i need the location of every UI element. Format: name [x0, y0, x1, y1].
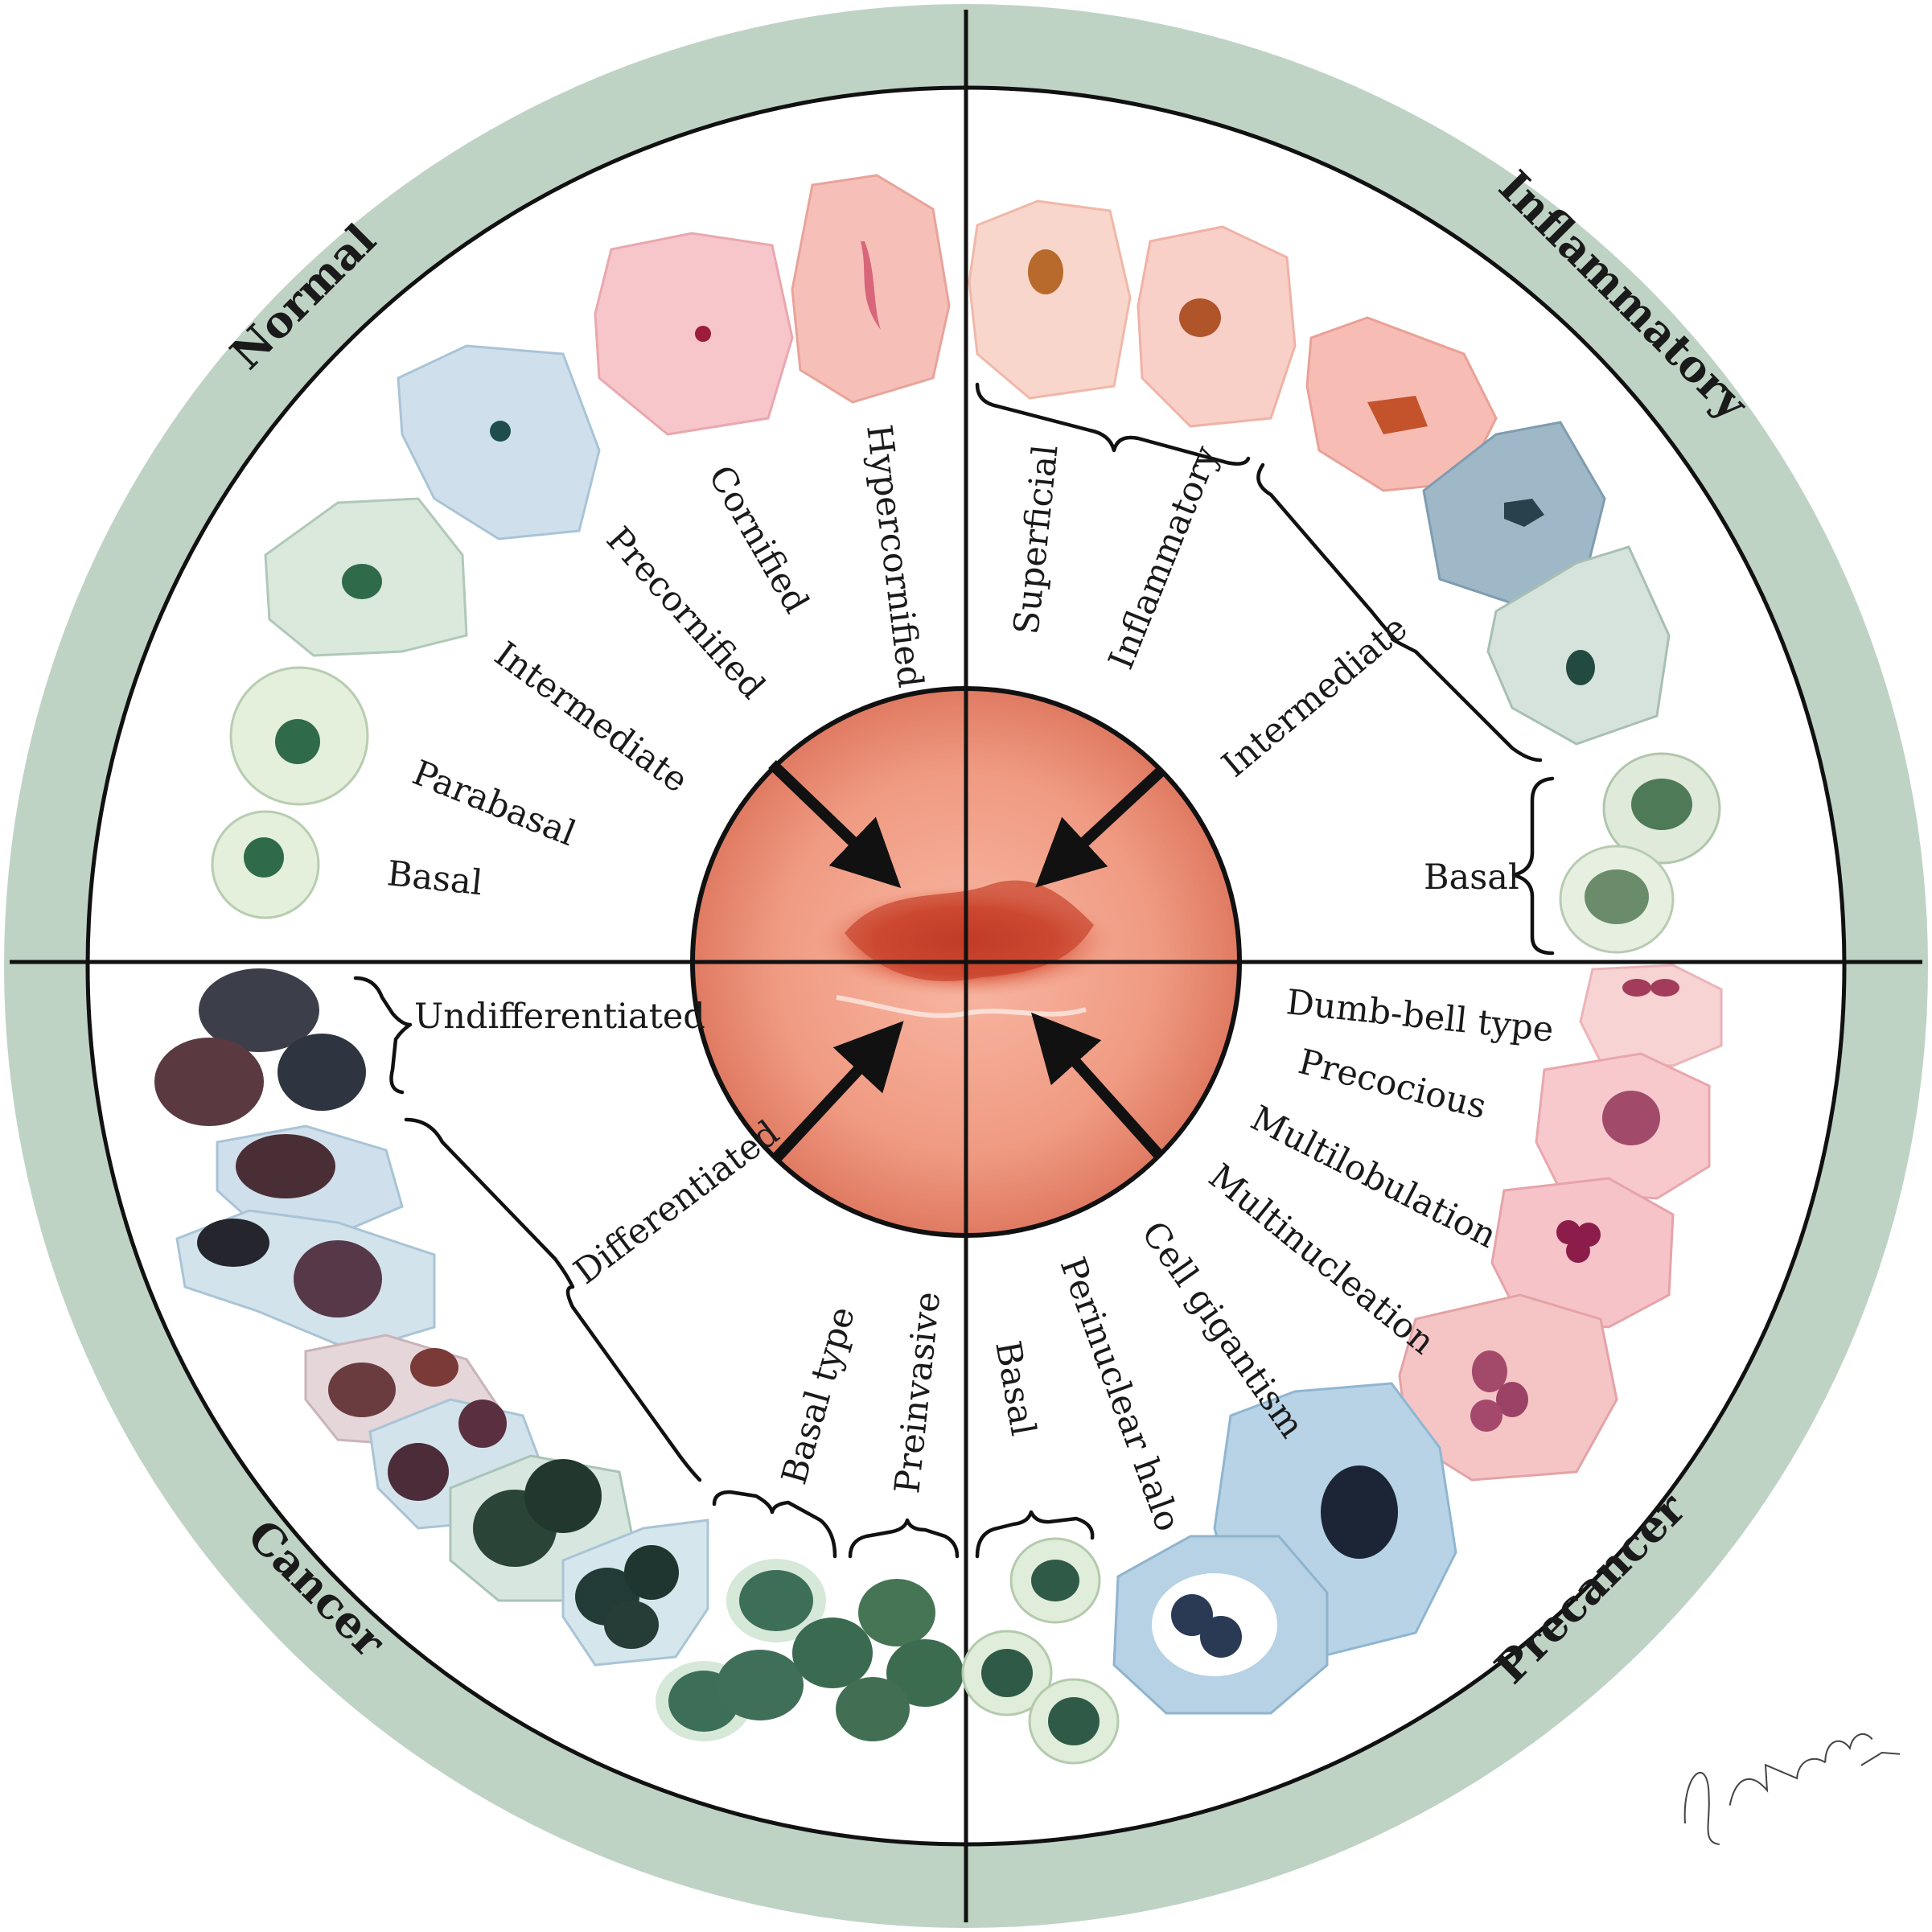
cell-multilobulation — [1490, 1177, 1675, 1329]
bracket-differentiated — [404, 1117, 702, 1482]
cell-dumbbell — [1579, 964, 1723, 1067]
cell-basal-inflam-2 — [1559, 845, 1675, 954]
arrow-inflammatory — [1035, 767, 1164, 888]
artist-signature — [1683, 1733, 1901, 1845]
cell-basal-inflam-1 — [1602, 752, 1721, 865]
bracket-basal-inflam — [1511, 776, 1555, 956]
cell-intermediate-1 — [1422, 421, 1606, 605]
label-basal-normal: Basal — [385, 853, 484, 903]
label-basal-inflam: Basal — [1424, 857, 1519, 898]
arrow-normal — [768, 759, 902, 889]
arrow-cancer — [771, 1021, 904, 1162]
cell-diff-2 — [175, 1209, 436, 1353]
cell-hypercornified — [791, 174, 951, 404]
bracket-undifferentiated — [353, 976, 413, 1095]
cell-inflammatory-1 — [1305, 316, 1498, 492]
cell-precocious — [1535, 1052, 1711, 1200]
cell-intermediate — [264, 497, 468, 657]
arrows — [768, 759, 1164, 1162]
cell-perinuclear-halo — [1112, 1535, 1329, 1715]
cell-basal-type — [656, 1559, 826, 1741]
bracket-basal-type — [712, 1490, 837, 1559]
cell-diff-6 — [561, 1519, 709, 1667]
normal-cells — [211, 174, 951, 919]
label-undifferentiated: Undifferentiated — [414, 997, 705, 1037]
cancer-cells — [154, 968, 964, 1741]
bracket-preinvasive — [848, 1518, 960, 1559]
cell-undiff-1 — [154, 968, 366, 1126]
cell-cornified — [594, 232, 794, 436]
inflammatory-cells — [968, 199, 1721, 954]
cell-multinucleation — [1398, 1293, 1618, 1482]
cell-precornified — [397, 344, 601, 541]
cell-preinvasive — [792, 1579, 964, 1741]
cell-basal — [211, 810, 320, 919]
cell-basal-precancer — [961, 1537, 1120, 1765]
brackets — [353, 382, 1555, 1559]
bracket-basal-precancer — [975, 1510, 1095, 1559]
bracket-intermediate — [1256, 462, 1543, 763]
precancer-cells — [961, 964, 1723, 1765]
cell-intermediate-2 — [1486, 545, 1671, 746]
cell-superficial-1 — [968, 199, 1132, 400]
cell-superficial-2 — [1137, 225, 1297, 428]
bracket-superficial-inflammatory — [975, 382, 1251, 466]
arrow-precancer — [1030, 1012, 1163, 1158]
cell-parabasal — [229, 666, 369, 806]
cell-diff-1 — [216, 1124, 404, 1232]
